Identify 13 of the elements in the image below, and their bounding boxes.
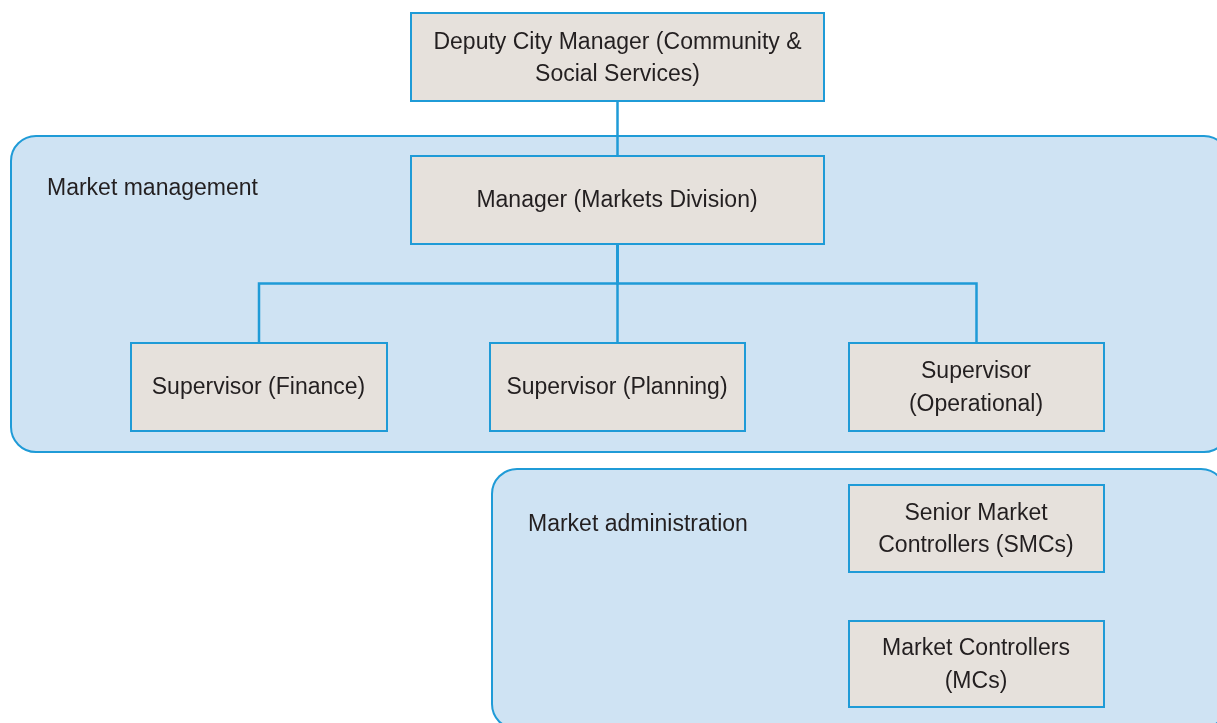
group-panel xyxy=(10,135,1217,453)
group-panel xyxy=(491,468,1217,723)
connector-line xyxy=(616,245,978,342)
role-box: Market Controllers (MCs) xyxy=(847,619,1105,708)
role-box: Senior Market Controllers (SMCs) xyxy=(847,483,1105,573)
role-box: Deputy City Manager (Community & Social Services) xyxy=(410,12,825,102)
connector-line xyxy=(616,102,619,155)
group-label: Market management xyxy=(47,174,258,201)
role-box: Manager (Markets Division) xyxy=(409,154,825,245)
group-label: Market administration xyxy=(528,510,748,537)
role-box: Supervisor (Finance) xyxy=(129,341,388,432)
role-box: Supervisor (Operational) xyxy=(847,341,1105,432)
role-box: Supervisor (Planning) xyxy=(488,341,746,432)
